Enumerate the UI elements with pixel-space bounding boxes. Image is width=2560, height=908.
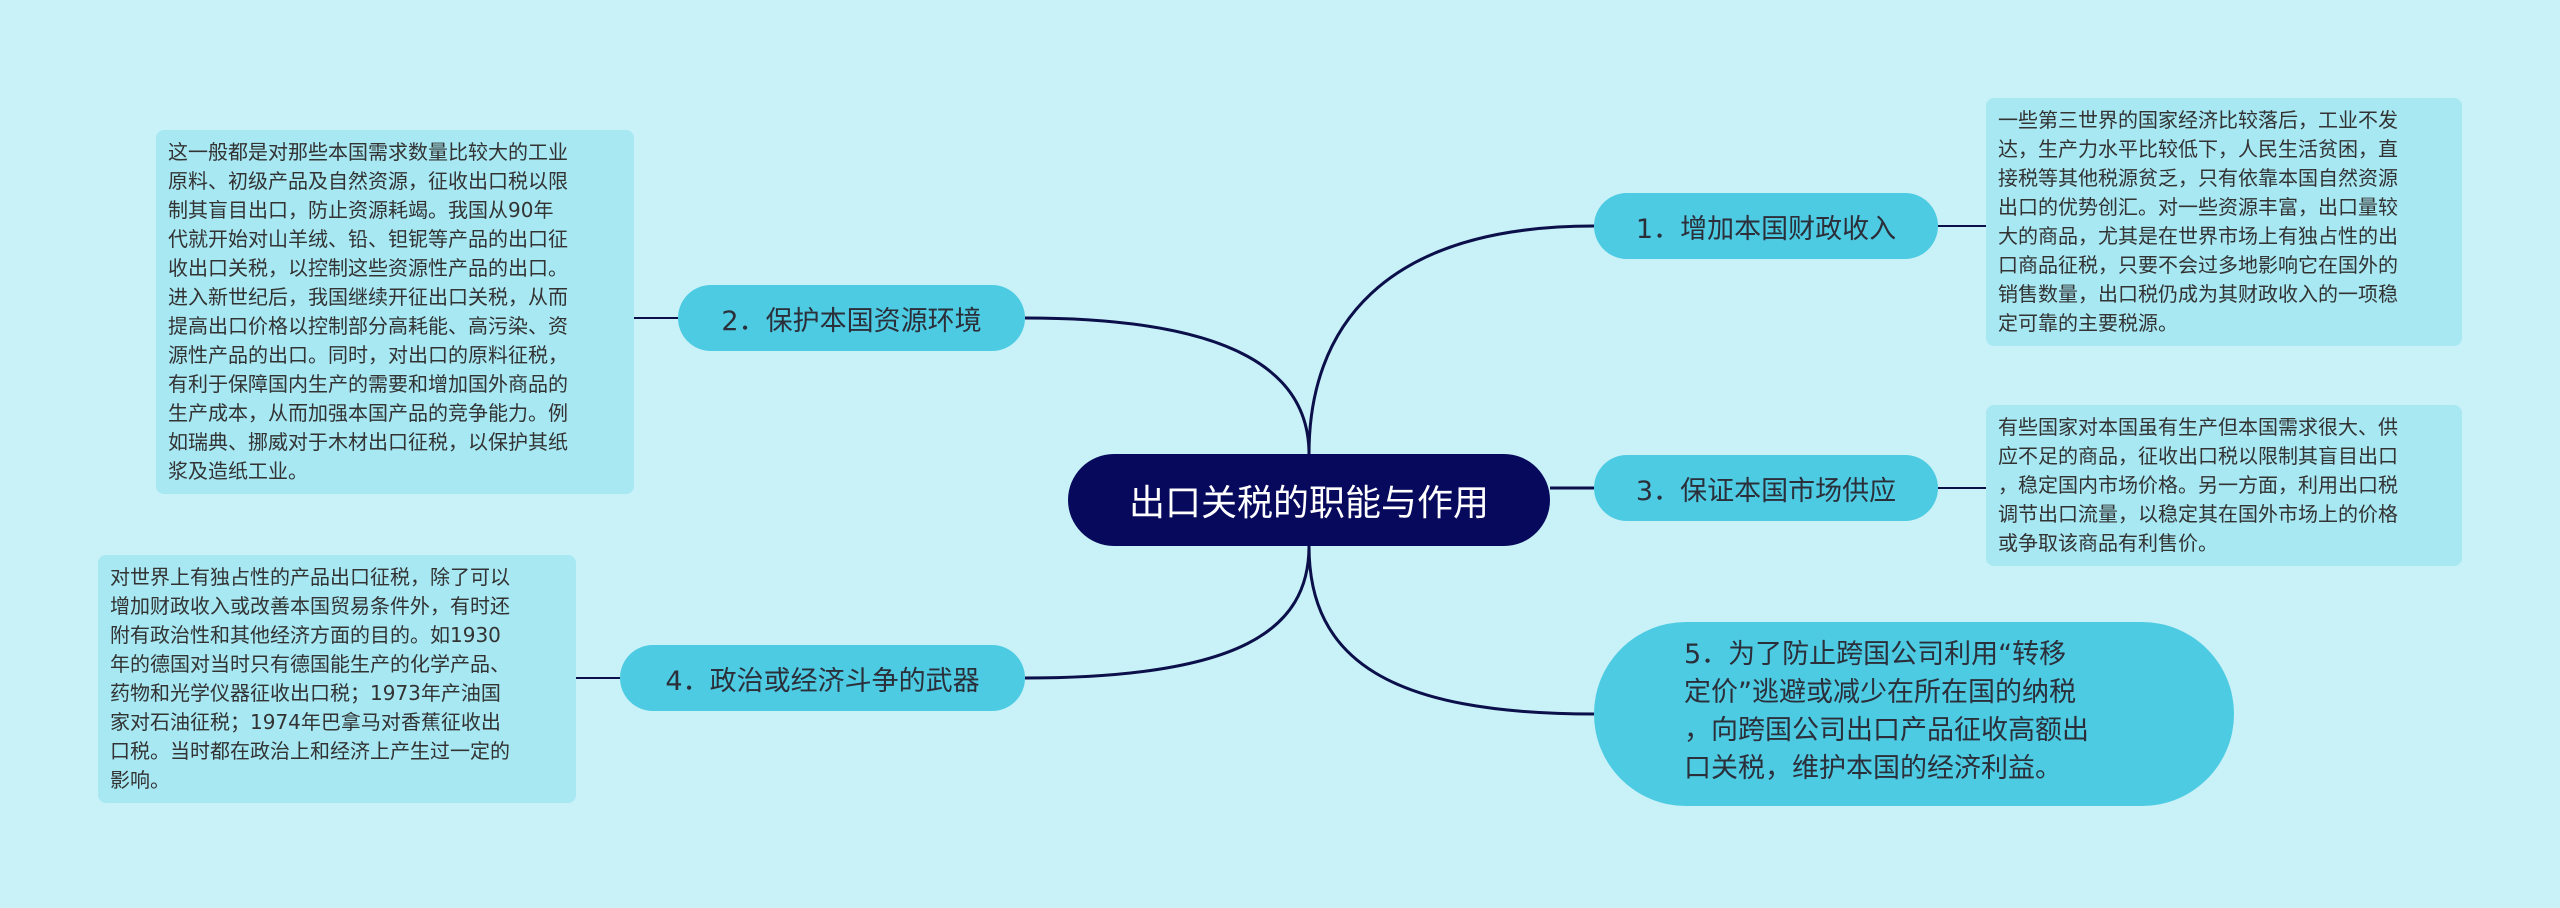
note-line: 进入新世纪后，我国继续开征出口关税，从而 [168,285,568,309]
note-line: 代就开始对山羊绒、铅、钽铌等产品的出口征 [168,227,568,251]
note-line: 提高出口价格以控制部分高耗能、高污染、资 [168,314,568,338]
note-line: 制其盲目出口，防止资源耗竭。我国从90年 [168,198,554,222]
note-market-supply: 有些国家对本国虽有生产但本国需求很大、供 应不足的商品，征收出口税以限制其盲目出… [1986,405,2462,566]
note-line: 这一般都是对那些本国需求数量比较大的工业 [168,140,568,164]
note-line: 原料、初级产品及自然资源，征收出口税以限 [168,169,568,193]
note-line: 源性产品的出口。同时，对出口的原料征税， [168,343,568,367]
note-line: 影响。 [110,768,170,792]
note-line: 一些第三世界的国家经济比较落后，工业不发 [1998,108,2398,132]
note-line: 对世界上有独占性的产品出口征税，除了可以 [110,565,510,589]
note-line: 收出口关税，以控制这些资源性产品的出口。 [168,256,568,280]
note-line: 销售数量，出口税仍成为其财政收入的一项稳 [1998,282,2398,306]
note-finance-revenue: 一些第三世界的国家经济比较落后，工业不发 达，生产力水平比较低下，人民生活贫困，… [1986,98,2462,346]
branch-finance-revenue[interactable]: 1．增加本国财政收入 [1594,193,1938,259]
note-line: 达，生产力水平比较低下，人民生活贫困，直 [1998,137,2398,161]
note-line: 口商品征税，只要不会过多地影响它在国外的 [1998,253,2398,277]
connector-central-b4 [1024,545,1311,680]
branch-transfer-pricing[interactable]: 5．为了防止跨国公司利用“转移 定价”逃避或减少在所在国的纳税 ，向跨国公司出口… [1594,622,2234,806]
note-line: 口税。当时都在政治上和经济上产生过一定的 [110,739,510,763]
note-line: 家对石油征税；1974年巴拿马对香蕉征收出 [110,710,501,734]
branch-protect-resources[interactable]: 2．保护本国资源环境 [678,285,1025,351]
note-line: 定可靠的主要税源。 [1998,311,2178,335]
note-line: 有利于保障国内生产的需要和增加国外商品的 [168,372,568,396]
note-line: ，稳定国内市场价格。另一方面，利用出口税 [1998,473,2398,497]
note-political-weapon: 对世界上有独占性的产品出口征税，除了可以 增加财政收入或改善本国贸易条件外，有时… [98,555,576,803]
note-line: 调节出口流量，以稳定其在国外市场上的价格 [1998,502,2398,526]
note-line: 浆及造纸工业。 [168,459,308,483]
branch-transfer-pricing-line: 定价”逃避或减少在所在国的纳税 [1684,677,2076,708]
note-protect-resources: 这一般都是对那些本国需求数量比较大的工业 原料、初级产品及自然资源，征收出口税以… [156,130,634,494]
note-line: 年的德国对当时只有德国能生产的化学产品、 [110,652,510,676]
note-line: 药物和光学仪器征收出口税；1973年产油国 [110,681,501,705]
branch-political-weapon[interactable]: 4．政治或经济斗争的武器 [620,645,1025,711]
branch-market-supply[interactable]: 3．保证本国市场供应 [1594,455,1938,521]
connector-central-b1 [1307,224,1595,455]
note-line: 大的商品，尤其是在世界市场上有独占性的出 [1998,224,2398,248]
note-line: 附有政治性和其他经济方面的目的。如1930 [110,623,501,647]
note-line: 有些国家对本国虽有生产但本国需求很大、供 [1998,415,2398,439]
note-line: 接税等其他税源贫乏，只有依靠本国自然资源 [1998,166,2398,190]
branch-transfer-pricing-line: 5．为了防止跨国公司利用“转移 [1684,639,2067,670]
note-line: 出口的优势创汇。对一些资源丰富，出口量较 [1998,195,2398,219]
note-line: 增加财政收入或改善本国贸易条件外，有时还 [110,594,510,618]
connector-central-b5 [1307,545,1595,716]
branch-transfer-pricing-line: 口关税，维护本国的经济利益。 [1684,753,2062,784]
central-topic[interactable]: 出口关税的职能与作用 [1068,454,1550,546]
note-line: 如瑞典、挪威对于木材出口征税，以保护其纸 [168,430,568,454]
connector-central-b2 [1024,316,1311,455]
note-line: 或争取该商品有利售价。 [1998,531,2218,555]
note-line: 应不足的商品，征收出口税以限制其盲目出口 [1998,444,2398,468]
note-line: 生产成本，从而加强本国产品的竞争能力。例 [168,401,568,425]
branch-transfer-pricing-line: ，向跨国公司出口产品征收高额出 [1684,715,2089,746]
